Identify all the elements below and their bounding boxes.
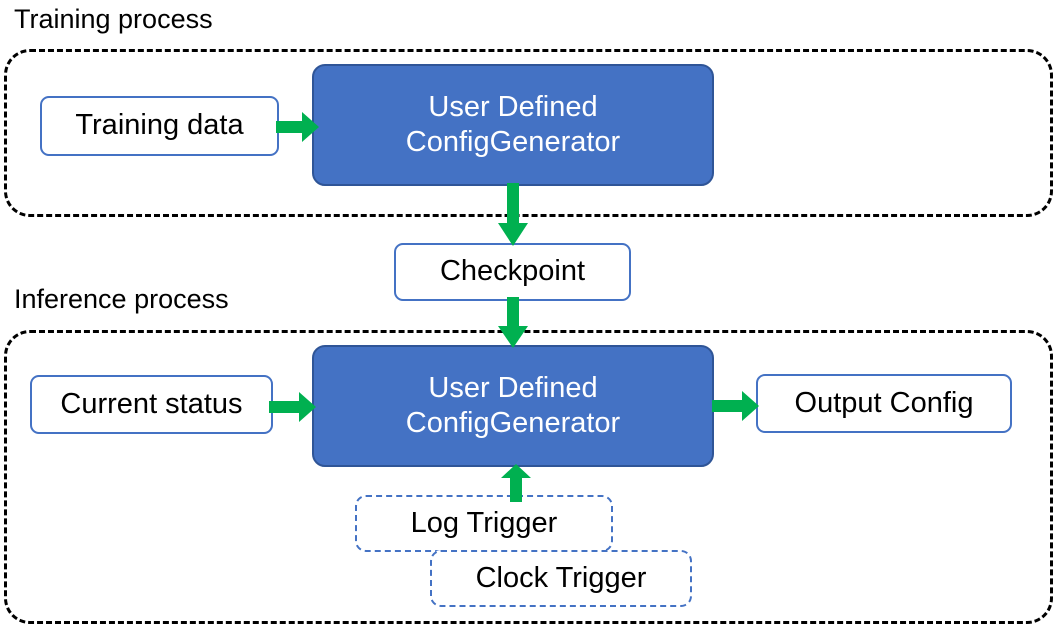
node-log-trigger-label: Log Trigger [410,506,558,539]
node-generator-training-line2: ConfigGenerator [405,126,621,158]
node-current-status-label: Current status [60,387,243,420]
node-current-status[interactable]: Current status [30,375,273,434]
node-log-trigger[interactable]: Log Trigger [355,495,613,552]
node-checkpoint[interactable]: Checkpoint [394,243,631,301]
node-clock-trigger-label: Clock Trigger [475,561,647,594]
arrow-right-icon-training-data-to-generator [276,110,320,144]
inference-process-container [4,330,1053,624]
node-generator-training-line1: User Defined [428,90,598,123]
arrow-right-icon-current-status-to-generator [269,390,317,424]
node-user-defined-configgenerator-inference[interactable]: User Defined ConfigGenerator [312,345,714,467]
node-generator-inference-line2: ConfigGenerator [405,407,621,439]
node-training-data[interactable]: Training data [40,96,279,156]
arrow-up-icon-triggers-to-generator [499,463,533,503]
node-clock-trigger[interactable]: Clock Trigger [430,550,692,607]
node-user-defined-configgenerator-training[interactable]: User Defined ConfigGenerator [312,64,714,186]
arrow-down-icon-checkpoint-to-generator [496,297,530,349]
arrow-right-icon-generator-to-output-config [712,389,760,423]
training-process-label: Training process [14,4,213,34]
arrow-down-icon-generator-to-checkpoint [496,183,530,247]
node-checkpoint-label: Checkpoint [439,255,586,288]
inference-process-label: Inference process [14,284,229,314]
node-output-config-label: Output Config [794,386,974,419]
node-generator-inference-line1: User Defined [428,371,598,404]
training-process-container [4,49,1053,217]
node-training-data-label: Training data [75,109,244,142]
node-output-config[interactable]: Output Config [756,374,1012,433]
